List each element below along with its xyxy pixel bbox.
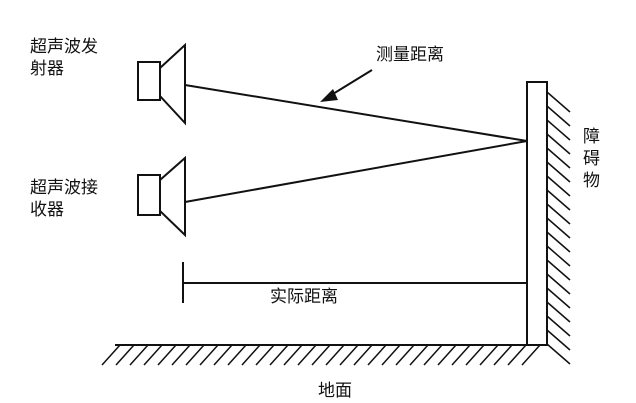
hatch-line [297, 344, 317, 366]
emitter-label-line1: 超声波发 [30, 37, 98, 57]
hatch-line [115, 344, 135, 366]
ground-hatching [101, 344, 541, 366]
hatch-line [546, 329, 571, 351]
arrow-head-icon [320, 89, 338, 102]
hatch-line [255, 344, 275, 366]
ground-label: 地面 [318, 381, 352, 401]
hatch-line [546, 273, 571, 295]
hatch-line [339, 344, 359, 366]
hatch-line [546, 91, 571, 113]
reflected-wave-line [184, 140, 528, 203]
hatch-line [143, 344, 163, 366]
hatch-line [546, 105, 571, 127]
receiver-label: 超声波接 收器 [30, 177, 98, 221]
hatch-line [129, 344, 149, 366]
hatch-line [546, 315, 571, 337]
hatch-line [185, 344, 205, 366]
hatch-line [546, 301, 571, 323]
emitted-wave-line [184, 84, 528, 142]
hatch-line [451, 344, 471, 366]
emitter-label-line2: 射器 [30, 59, 64, 79]
hatch-line [546, 231, 571, 253]
hatch-line [213, 344, 233, 366]
hatch-line [353, 344, 373, 366]
hatch-line [546, 203, 571, 225]
hatch-line [269, 344, 289, 366]
hatch-line [546, 175, 571, 197]
hatch-line [546, 245, 571, 267]
hatch-line [395, 344, 415, 366]
wall-hatching [546, 91, 571, 365]
actual-distance-label: 实际距离 [270, 287, 338, 307]
hatch-line [325, 344, 345, 366]
receiver-speaker-icon [137, 155, 186, 238]
hatch-line [157, 344, 177, 366]
obstacle-wall [526, 81, 548, 346]
hatch-line [479, 344, 499, 366]
hatch-line [546, 133, 571, 155]
hatch-line [546, 259, 571, 281]
measured-distance-label: 测量距离 [376, 45, 444, 65]
hatch-line [171, 344, 191, 366]
hatch-line [409, 344, 429, 366]
hatch-line [465, 344, 485, 366]
hatch-line [546, 119, 571, 141]
obstacle-label-char: 碍 [583, 149, 600, 169]
hatch-line [283, 344, 303, 366]
hatch-line [367, 344, 387, 366]
hatch-line [546, 343, 571, 365]
hatch-line [546, 287, 571, 309]
measured-distance-arrow [327, 69, 373, 98]
receiver-label-line2: 收器 [30, 200, 64, 220]
hatch-line [507, 344, 527, 366]
hatch-line [311, 344, 331, 366]
obstacle-label: 障 碍 物 [583, 126, 603, 192]
obstacle-label-char: 物 [583, 171, 600, 191]
hatch-line [493, 344, 513, 366]
hatch-line [423, 344, 443, 366]
hatch-line [546, 147, 571, 169]
hatch-line [227, 344, 247, 366]
emitter-label: 超声波发 射器 [30, 36, 98, 80]
hatch-line [241, 344, 261, 366]
obstacle-label-char: 障 [583, 127, 600, 147]
hatch-line [546, 217, 571, 239]
hatch-line [381, 344, 401, 366]
receiver-label-line1: 超声波接 [30, 178, 98, 198]
hatch-line [546, 161, 571, 183]
emitter-speaker-icon [137, 42, 186, 126]
hatch-line [199, 344, 219, 366]
hatch-line [546, 189, 571, 211]
hatch-line [521, 344, 541, 366]
hatch-line [101, 344, 121, 366]
hatch-line [437, 344, 457, 366]
